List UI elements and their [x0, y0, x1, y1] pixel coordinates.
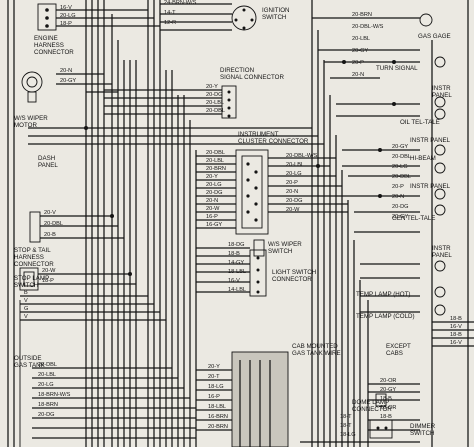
- instrument-cluster-connector: [235, 149, 269, 235]
- instr-panel-lamp-2: [434, 144, 446, 156]
- label-temp-hot: TEMP LAMP (HOT): [356, 291, 410, 298]
- instr-panel-lamp-4: [434, 260, 446, 272]
- temp-lamp-hot: [434, 286, 446, 298]
- label-turn-signal: TURN SIGNAL: [376, 65, 418, 72]
- label-instr-panel-3: INSTR PANEL: [410, 183, 451, 190]
- horizontal-wires: [20, 3, 474, 443]
- label-temp-cold: TEMP LAMP (COLD): [356, 313, 415, 320]
- fuse-block: [231, 351, 289, 447]
- gas-gage: [419, 13, 433, 27]
- light-switch-connector: [249, 249, 267, 297]
- hi-beam-lamp: [434, 162, 446, 174]
- instr-panel-lamp-1: [434, 96, 446, 108]
- junction-dots: [84, 60, 396, 276]
- temp-lamp-cold: [434, 304, 446, 316]
- right-trunk: [311, 0, 369, 447]
- gen-tel-tale-lamp: [434, 204, 446, 216]
- stop-tail-connector: [29, 211, 41, 243]
- dimmer-switch: [369, 419, 393, 439]
- dome-lamp-connector: [375, 393, 387, 407]
- label-gas-gage: GAS GAGE: [418, 33, 451, 40]
- wiper-motor: [21, 71, 43, 103]
- left-edge: [7, 0, 21, 447]
- harness-trunk: [85, 0, 197, 447]
- oil-tel-tale-lamp: [434, 108, 446, 120]
- wiper-switch: [253, 239, 265, 257]
- label-oil-tel-tale: OIL TEL-TALE: [400, 119, 440, 126]
- engine-harness-connector: [37, 3, 57, 31]
- instr-panel-lamp-3: [434, 188, 446, 200]
- label-gen-tel-tale: GEN TEL-TALE: [392, 215, 435, 222]
- ignition-switch: [231, 5, 257, 31]
- turn-signal-lamp: [434, 56, 446, 68]
- stop-lamp-switch: [19, 267, 39, 291]
- direction-signal-connector: [221, 85, 237, 119]
- label-instr-panel-2: INSTR PANEL: [410, 137, 451, 144]
- label-hi-beam: HI-BEAM: [410, 155, 436, 162]
